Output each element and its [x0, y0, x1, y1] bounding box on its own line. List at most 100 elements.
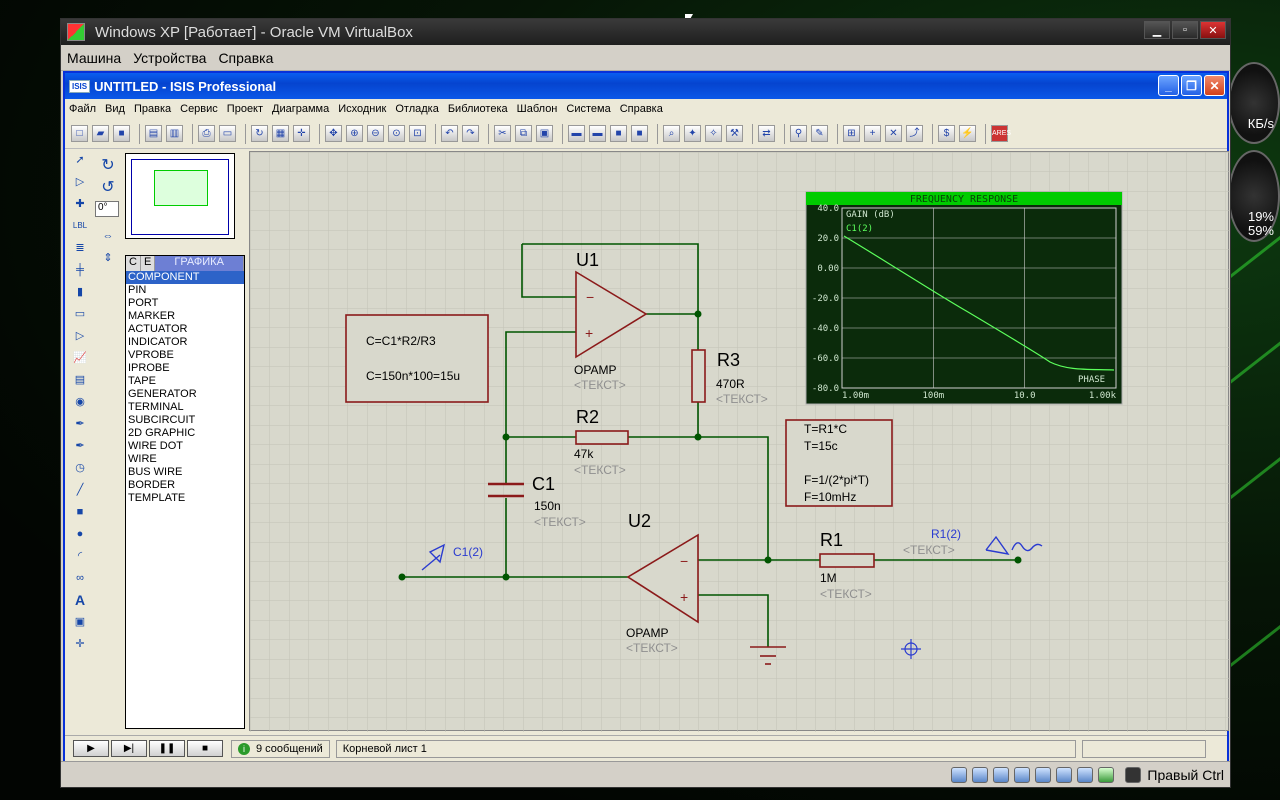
- vbox-menu-devices[interactable]: Устройства: [133, 49, 207, 66]
- line-tool-icon[interactable]: ╱: [76, 484, 84, 496]
- terminal-icon[interactable]: ▭: [74, 308, 86, 320]
- remove-sheet-icon[interactable]: ✕: [885, 125, 902, 142]
- mouse-integration-icon[interactable]: [1098, 766, 1115, 783]
- frequency-response-graph[interactable]: FREQUENCY RESPONSE 40.020.00.00-20.0-40.…: [805, 191, 1123, 405]
- r1-body[interactable]: [819, 553, 875, 568]
- menu-debug[interactable]: Отладка: [395, 103, 439, 115]
- u2-opamp-body[interactable]: [626, 533, 699, 624]
- text-tool-icon[interactable]: A: [74, 592, 86, 608]
- isis-close-button[interactable]: ✕: [1204, 75, 1225, 96]
- current-probe-icon[interactable]: ✒: [75, 440, 85, 452]
- zoom-out-icon[interactable]: ⊖: [367, 125, 384, 142]
- vbox-maximize-button[interactable]: ▫: [1172, 21, 1198, 39]
- schematic-canvas[interactable]: − + − + U1 U2 R2 R3 C1 R1 OPAMP OPAMP 47…: [249, 151, 1230, 732]
- vbox-menu-help[interactable]: Справка: [218, 49, 274, 66]
- lib-item-border[interactable]: BORDER: [128, 479, 176, 491]
- search-icon[interactable]: ⚲: [790, 125, 807, 142]
- new-sheet-icon[interactable]: ⊞: [843, 125, 860, 142]
- selection-mode-icon[interactable]: ➚: [75, 154, 85, 166]
- pan-icon[interactable]: ✥: [325, 125, 342, 142]
- undo-icon[interactable]: ↶: [441, 125, 458, 142]
- zoom-area-icon[interactable]: ⊡: [409, 125, 426, 142]
- lib-item-marker[interactable]: MARKER: [128, 310, 176, 322]
- ares-netlist-icon[interactable]: ARES: [991, 125, 1011, 142]
- add-sheet-icon[interactable]: +: [864, 125, 881, 142]
- zoom-all-icon[interactable]: ⊙: [388, 125, 405, 142]
- usb-icon[interactable]: [1014, 766, 1031, 783]
- bus-icon[interactable]: ╪: [76, 264, 84, 276]
- c1-capacitor[interactable]: [488, 482, 524, 498]
- hard-disk-icon[interactable]: [951, 766, 968, 783]
- lib-item-template[interactable]: TEMPLATE: [128, 492, 186, 504]
- symbol-tool-icon[interactable]: ▣: [74, 616, 86, 628]
- lib-item-iprobe[interactable]: IPROBE: [128, 362, 170, 374]
- lib-item-wire[interactable]: WIRE: [128, 453, 157, 465]
- virtual-instrument-icon[interactable]: ◷: [75, 462, 85, 474]
- voltage-probe-c1[interactable]: [421, 543, 446, 571]
- lib-item-generator[interactable]: GENERATOR: [128, 388, 197, 400]
- messages-box[interactable]: i 9 сообщений: [231, 739, 330, 758]
- wire-autorouter-icon[interactable]: ⇄: [758, 125, 775, 142]
- block-copy-icon[interactable]: ▬: [568, 125, 585, 142]
- menu-view[interactable]: Вид: [105, 103, 125, 115]
- menu-help[interactable]: Справка: [619, 103, 663, 115]
- voltage-probe-icon[interactable]: ✒: [75, 418, 85, 430]
- packaging-tool-icon[interactable]: ✧: [705, 125, 722, 142]
- zoom-in-icon[interactable]: ⊕: [346, 125, 363, 142]
- menu-library[interactable]: Библиотека: [447, 103, 508, 115]
- junction-dot-icon[interactable]: ✚: [75, 198, 85, 210]
- menu-source[interactable]: Исходник: [338, 103, 387, 115]
- mirror-x-icon[interactable]: ⇔: [102, 230, 114, 242]
- rotate-cw-icon[interactable]: ↻: [101, 157, 115, 174]
- block-move-icon[interactable]: ▬: [589, 125, 606, 142]
- menu-file[interactable]: Файл: [69, 103, 97, 115]
- exit-parent-icon[interactable]: ⤴: [906, 125, 923, 142]
- menu-tools[interactable]: Сервис: [180, 103, 218, 115]
- export-icon[interactable]: ▥: [166, 125, 183, 142]
- menu-template[interactable]: Шаблон: [516, 103, 558, 115]
- arc-tool-icon[interactable]: ◜: [77, 550, 83, 562]
- rotation-angle-field[interactable]: 0°: [95, 201, 119, 217]
- cut-icon[interactable]: ✂: [494, 125, 511, 142]
- generator-icon[interactable]: ◉: [75, 396, 85, 408]
- subcircuit-icon[interactable]: ▮: [76, 286, 84, 298]
- play-button[interactable]: ▶: [73, 740, 109, 757]
- schematic-svg[interactable]: − + − + U1 U2 R2 R3 C1 R1 OPAMP OPAMP 47…: [250, 152, 1230, 732]
- lib-item-port[interactable]: PORT: [128, 297, 159, 309]
- lib-item-terminal[interactable]: TERMINAL: [128, 401, 184, 413]
- floppy-icon[interactable]: [993, 766, 1010, 783]
- circle-tool-icon[interactable]: ●: [76, 528, 84, 540]
- new-file-icon[interactable]: □: [71, 125, 88, 142]
- r2-body[interactable]: [575, 430, 629, 445]
- isis-maximize-button[interactable]: ❐: [1181, 75, 1202, 96]
- electrical-rule-check-icon[interactable]: ⚡: [959, 125, 976, 142]
- box-tool-icon[interactable]: ■: [76, 506, 84, 518]
- lib-item-tape[interactable]: TAPE: [128, 375, 156, 387]
- optical-drive-icon[interactable]: [972, 766, 989, 783]
- block-rotate-icon[interactable]: ■: [610, 125, 627, 142]
- vbox-titlebar[interactable]: Windows XP [Работает] - Oracle VM Virtua…: [61, 19, 1230, 45]
- mirror-y-icon[interactable]: ⇕: [103, 252, 113, 264]
- origin-icon[interactable]: ✛: [293, 125, 310, 142]
- menu-system[interactable]: Система: [566, 103, 611, 115]
- pause-button[interactable]: ❚❚: [149, 740, 185, 757]
- device-pin-icon[interactable]: ▷: [75, 330, 85, 342]
- network-icon[interactable]: [1035, 766, 1052, 783]
- lib-item-pin[interactable]: PIN: [128, 284, 147, 296]
- grid-icon[interactable]: ▦: [272, 125, 289, 142]
- lib-item-bus-wire[interactable]: BUS WIRE: [128, 466, 183, 478]
- menu-edit[interactable]: Правка: [133, 103, 172, 115]
- block-delete-icon[interactable]: ■: [631, 125, 648, 142]
- redraw-icon[interactable]: ↻: [251, 125, 268, 142]
- pick-device-icon[interactable]: ⌕: [663, 125, 680, 142]
- shared-folders-icon[interactable]: [1056, 766, 1073, 783]
- print-icon[interactable]: ⎙: [198, 125, 215, 142]
- u1-opamp-body[interactable]: [575, 270, 648, 359]
- r3-body[interactable]: [691, 349, 706, 403]
- redo-icon[interactable]: ↷: [462, 125, 479, 142]
- vbox-minimize-button[interactable]: ▁: [1144, 21, 1170, 39]
- rotate-ccw-icon[interactable]: ↺: [101, 179, 115, 196]
- menu-design[interactable]: Проект: [226, 103, 264, 115]
- open-folder-icon[interactable]: ▰: [92, 125, 109, 142]
- menu-graph[interactable]: Диаграмма: [272, 103, 330, 115]
